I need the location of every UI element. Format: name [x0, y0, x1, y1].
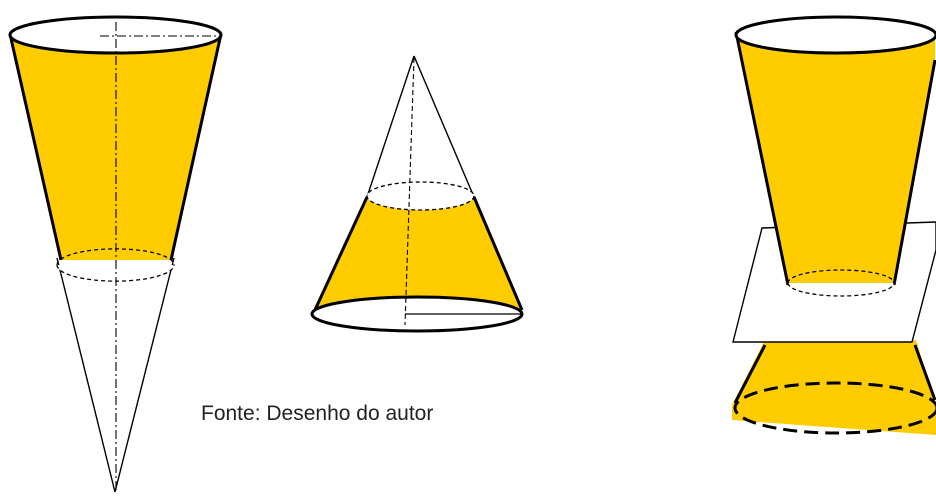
left-lower-edge-right [114, 257, 175, 493]
source-caption: Fonte: Desenho do autor [201, 402, 434, 425]
figure-right-cone [732, 15, 936, 435]
middle-frustum-fill [313, 197, 523, 310]
right-cut-ellipse-front [787, 282, 895, 297]
right-top-ellipse [734, 15, 936, 55]
middle-axis [404, 57, 415, 326]
figure-middle-cone [310, 55, 524, 333]
right-cut-ellipse-back [787, 269, 895, 284]
right-lower-edge-right [913, 344, 936, 401]
right-base-ellipse [733, 381, 936, 435]
middle-upper-edge-right [413, 55, 475, 198]
middle-lower-edge-right [472, 196, 524, 311]
middle-cut-ellipse [366, 181, 475, 211]
middle-upper-edge-left [366, 55, 415, 198]
right-upper-edge-left [734, 31, 790, 286]
right-lower-fill [732, 340, 936, 435]
left-upper-edge-right [169, 33, 223, 261]
figure-left-cone [8, 15, 223, 493]
right-upper-edge-right [892, 59, 936, 286]
right-upper-fill [736, 30, 935, 285]
left-upper-edge-left [8, 33, 63, 261]
left-lower-edge-left [56, 257, 116, 493]
middle-lower-edge-left [313, 196, 369, 311]
right-lower-edge-left [733, 344, 767, 404]
